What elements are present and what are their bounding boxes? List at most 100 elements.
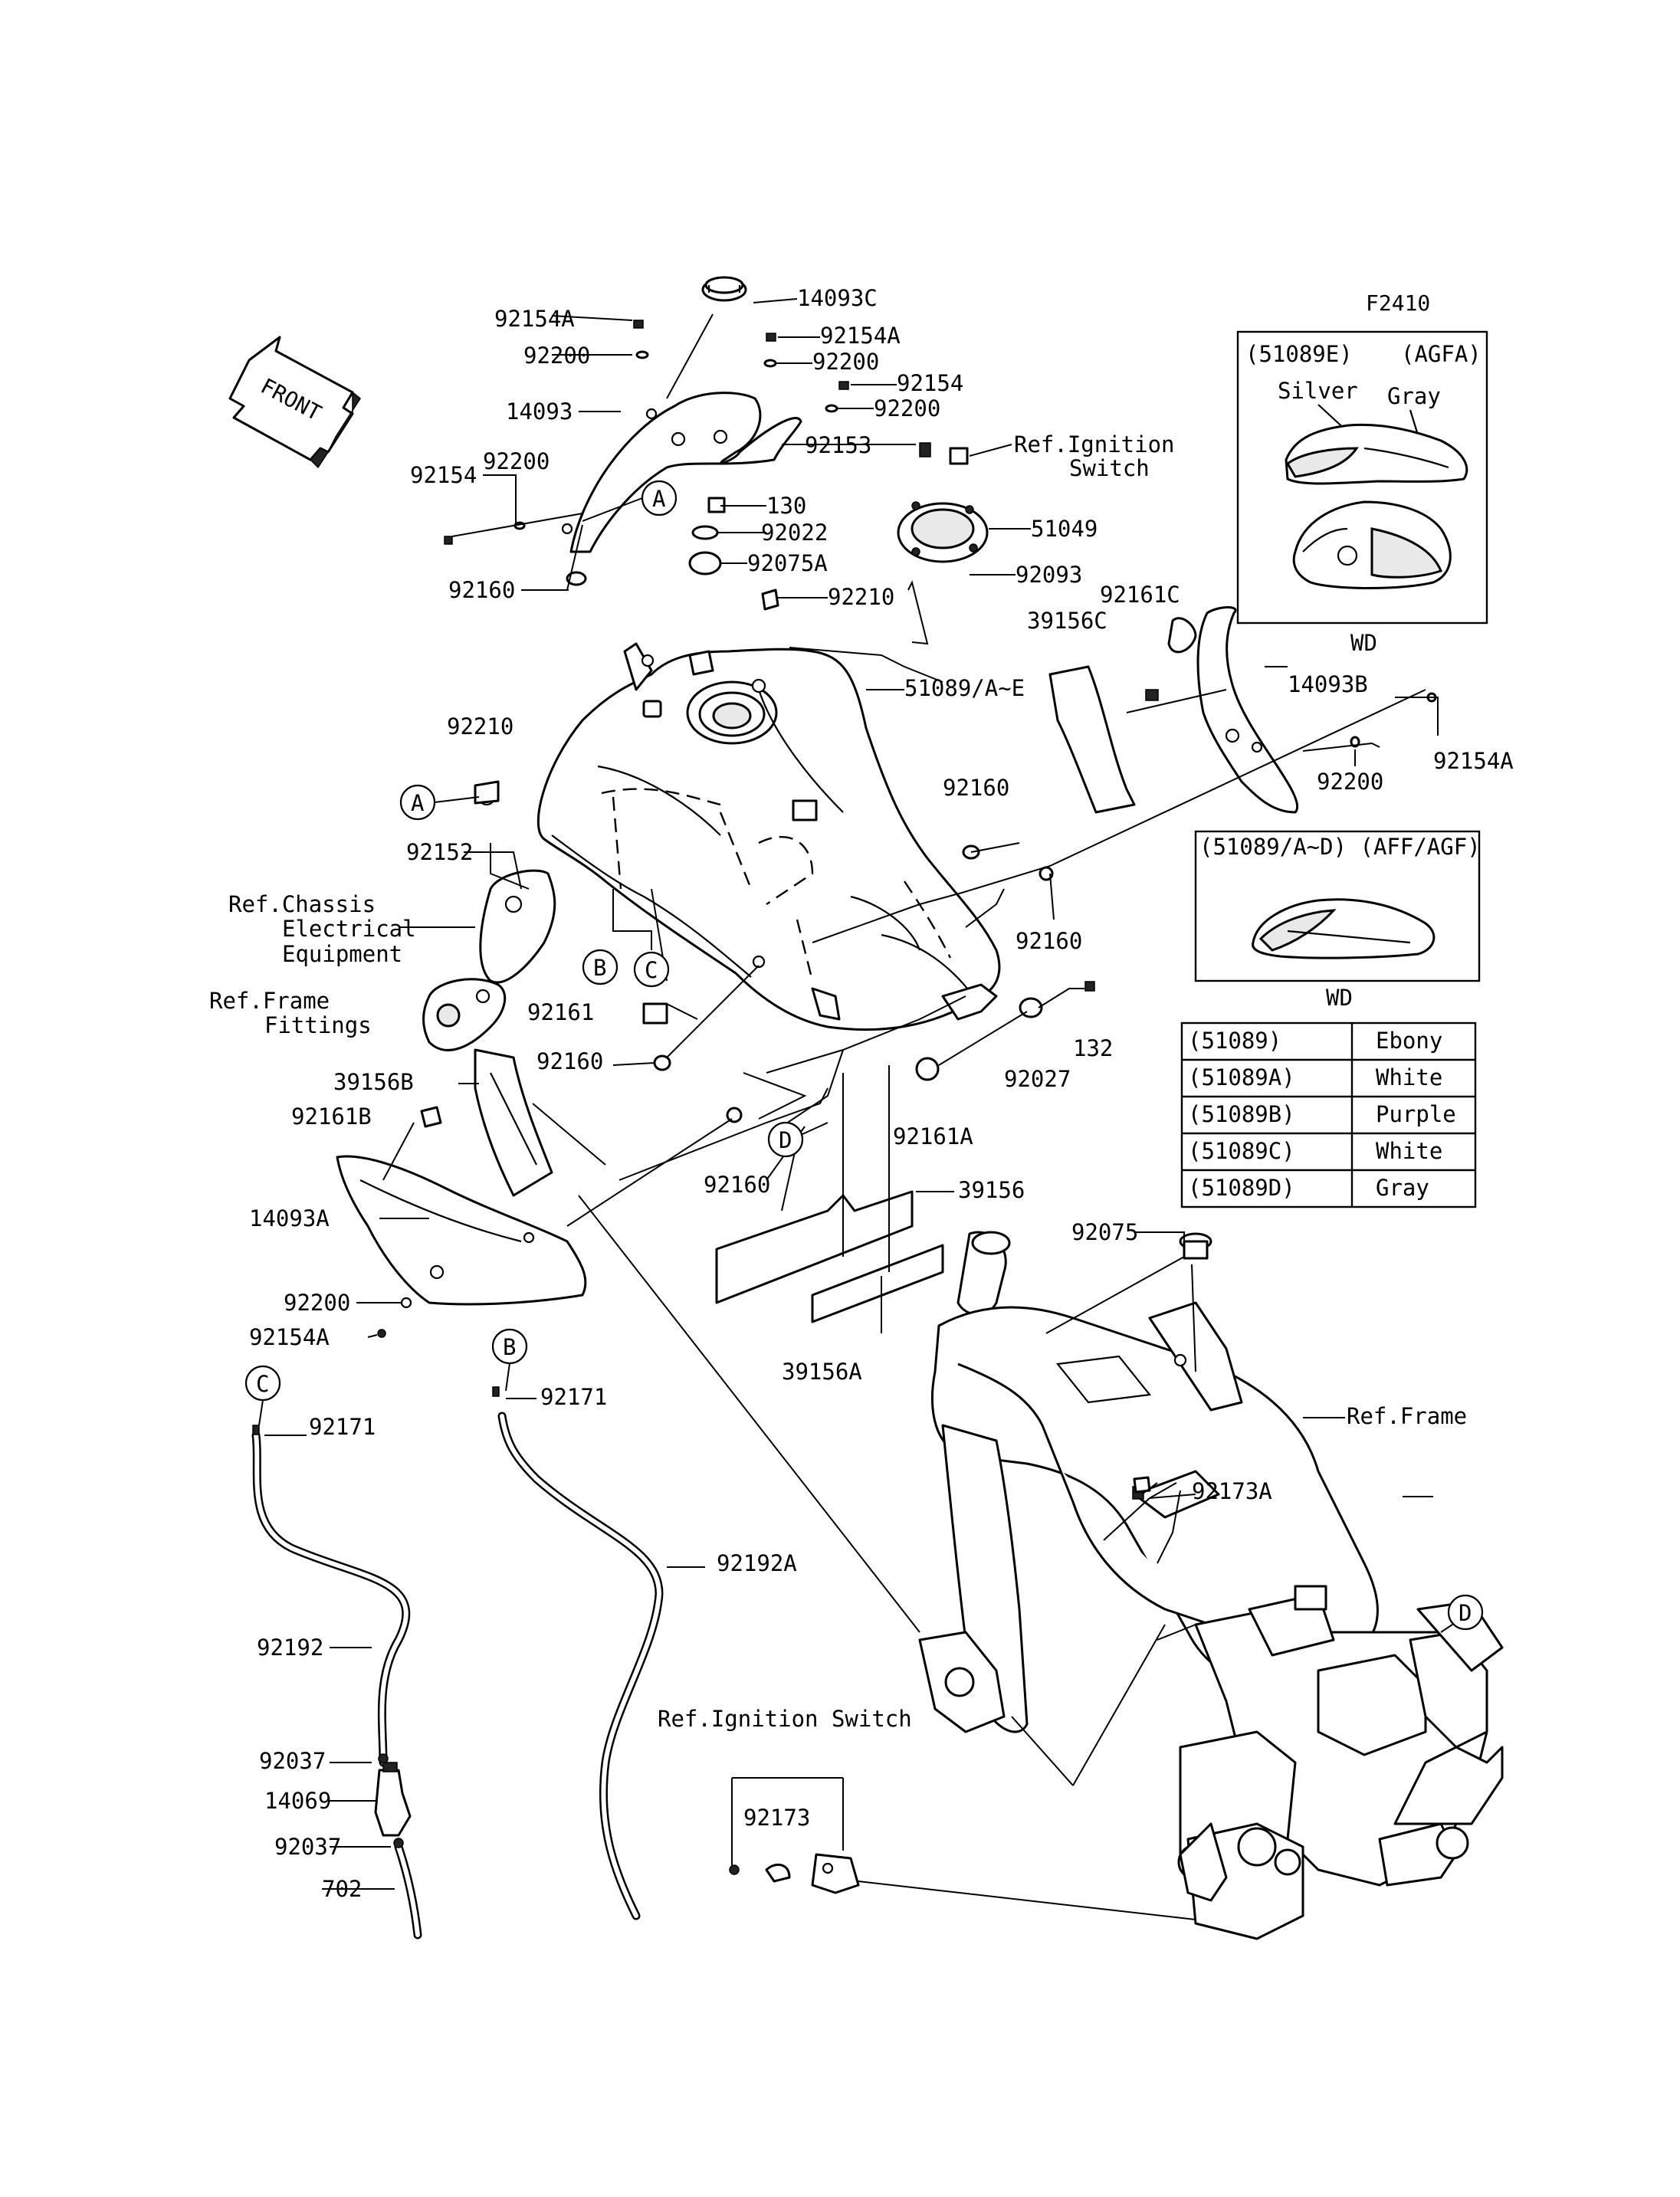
label-92161B: 92161B [291,1103,372,1130]
label-51049: 51049 [1031,516,1098,542]
label-92160: 92160 [536,1048,603,1074]
variant-color-silver: Silver [1278,378,1358,404]
reference-texts: Ref.Ignition Switch Ref.Chassis Electric… [209,431,1467,1732]
hardware-pieces [252,320,1437,1848]
label-92075: 92075 [1071,1219,1138,1245]
label-92154A: 92154A [1433,748,1514,774]
hose-92192A [497,1412,664,1920]
svg-text:D: D [1459,1600,1472,1626]
svg-text:A: A [411,790,424,816]
part-labels: 14093C 92154A 92200 92154A 92200 14093 9… [249,285,1514,1902]
frame-fittings [422,978,507,1051]
label-92022: 92022 [761,520,828,546]
ref-frame-fittings: Ref.Frame [209,988,330,1014]
label-14093C: 14093C [797,285,878,311]
table-part-0: (51089) [1188,1028,1281,1054]
label-92153: 92153 [805,432,871,458]
label-92160: 92160 [943,775,1009,801]
label-92210: 92210 [447,713,514,739]
label-92200: 92200 [812,349,879,375]
label-92200: 92200 [523,343,590,369]
variant-code: (51089E) [1245,341,1353,367]
table-part-3: (51089C) [1188,1138,1295,1164]
variant-model: (AGFA) [1401,341,1481,367]
table-color-0: Ebony [1376,1028,1442,1054]
label-92154A: 92154A [249,1324,330,1350]
svg-text:Switch: Switch [1069,455,1150,481]
label-92200: 92200 [874,395,940,421]
label-702: 702 [322,1876,362,1902]
table-color-2: Purple [1376,1101,1456,1127]
svg-text:C: C [645,957,658,983]
ignition-switch-parts [729,1853,860,1894]
chassis-bracket [479,869,556,984]
label-132: 132 [1073,1035,1113,1061]
label-39156B: 39156B [333,1069,414,1095]
label-92154: 92154 [410,462,477,488]
label-92154: 92154 [897,370,963,396]
svg-text:A: A [652,486,665,512]
label-39156A: 39156A [782,1359,862,1385]
label-92192: 92192 [257,1635,323,1661]
pad-39156C [1048,665,1136,814]
table-color-3: White [1376,1138,1442,1164]
frame-assembly [918,1231,1504,1940]
svg-text:Electrical: Electrical [282,916,416,942]
pad-39156A [811,1244,944,1323]
label-92154A: 92154A [494,306,575,332]
diagram-code: F2410 [1366,290,1430,316]
ref-ignition-switch-top: Ref.Ignition [1014,431,1175,457]
variant-caption: WD [1326,985,1353,1011]
table-part-2: (51089B) [1188,1101,1295,1127]
svg-text:Equipment: Equipment [282,941,402,967]
cap-14093C [701,276,747,302]
label-92210: 92210 [828,584,894,610]
table-color-1: White [1376,1064,1442,1090]
label-92171: 92171 [309,1414,376,1440]
ref-circle-a-top: A [641,480,678,516]
variant-box-51089-a-d: (51089/A~D) (AFF/AGF) WD [1194,830,1481,1011]
ref-chassis-electrical: Ref.Chassis [228,891,376,917]
label-92160: 92160 [704,1172,770,1198]
table-part-4: (51089D) [1188,1175,1295,1201]
ref-circle-b-hose: B [491,1328,528,1365]
label-39156C: 39156C [1027,608,1107,634]
label-51089-a-e: 51089/A~E [904,675,1025,701]
label-92037: 92037 [274,1834,341,1860]
label-92160: 92160 [448,577,515,603]
label-92161A: 92161A [893,1123,973,1149]
label-39156: 39156 [958,1177,1025,1203]
label-92161: 92161 [527,999,594,1025]
label-92192A: 92192A [717,1550,797,1576]
label-92037: 92037 [259,1748,326,1774]
ref-frame: Ref.Frame [1347,1403,1467,1429]
ref-circle-d-tank: D [767,1121,804,1158]
ref-ignition-switch-bottom: Ref.Ignition Switch [658,1706,912,1732]
label-14093: 14093 [506,398,573,425]
table-part-1: (51089A) [1188,1064,1295,1090]
svg-text:B: B [503,1334,516,1360]
table-color-4: Gray [1376,1175,1429,1201]
ref-circle-d-frame: D [1447,1594,1484,1631]
label-92173: 92173 [743,1805,810,1831]
label-130: 130 [766,493,806,519]
pad-39156 [715,1190,914,1304]
label-92200: 92200 [1317,769,1383,795]
ref-circle-c-hose: C [244,1365,281,1402]
variant-box-51089E: (51089E) (AGFA) Silver Gray WD [1236,330,1488,656]
label-92093: 92093 [1016,562,1082,588]
color-table: (51089) Ebony (51089A) White (51089B) Pu… [1180,1021,1477,1208]
label-92173A: 92173A [1192,1478,1272,1504]
side-cover-14093B [1167,606,1299,814]
label-92171: 92171 [540,1384,607,1410]
front-arrow-icon: FRONT [228,336,361,469]
variant-color-gray: Gray [1387,383,1441,409]
variant-caption: WD [1350,630,1377,656]
label-14093A: 14093A [249,1205,330,1231]
label-14069: 14069 [264,1788,331,1814]
pad-39156B [474,1048,553,1197]
fuel-tank-51089 [536,642,1001,1031]
svg-text:D: D [779,1127,792,1153]
label-92160: 92160 [1016,928,1082,954]
label-92154A: 92154A [820,323,901,349]
